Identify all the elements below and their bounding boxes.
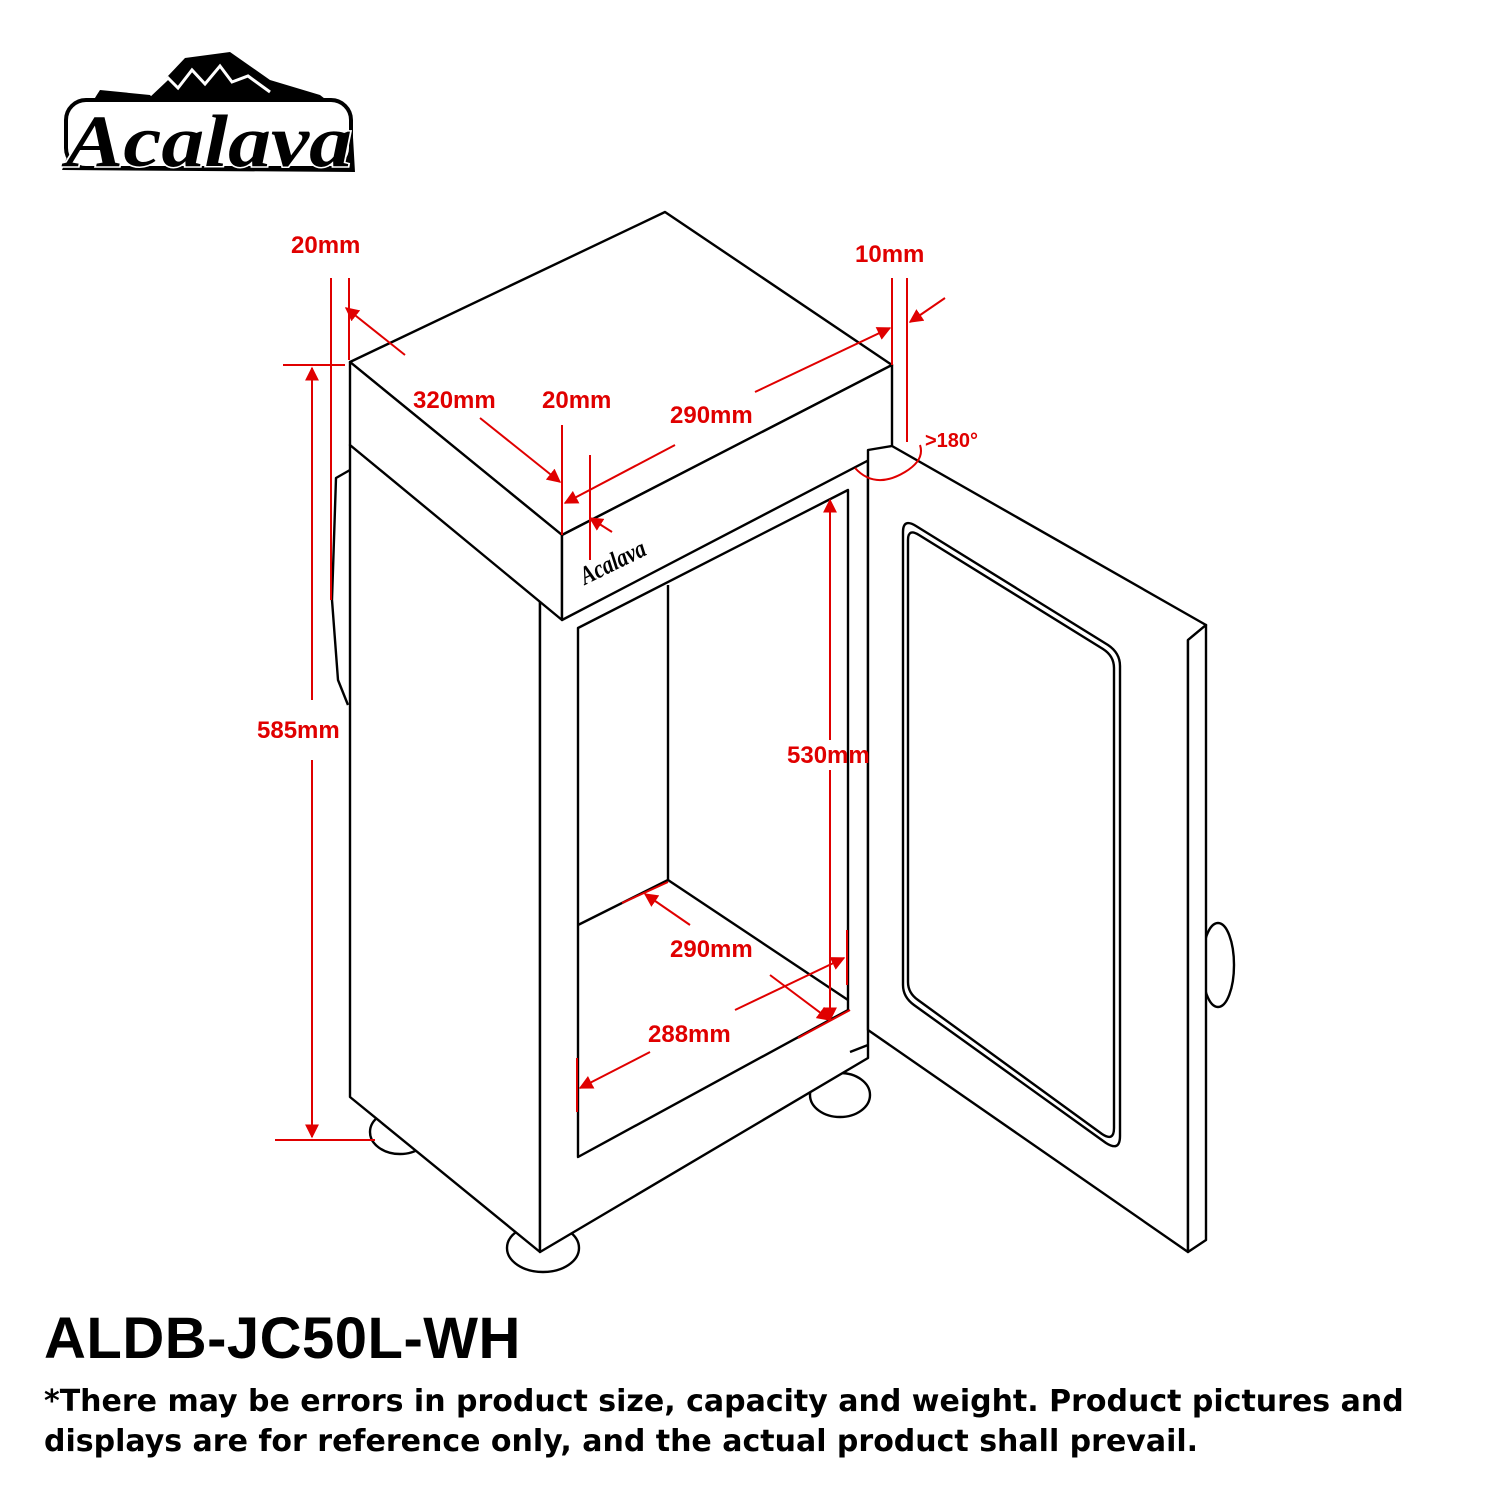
label-frame-depth-top: 20mm bbox=[291, 232, 360, 259]
label-interior-width: 288mm bbox=[648, 1021, 731, 1048]
dimension-lines bbox=[275, 278, 946, 1141]
label-width: 290mm bbox=[670, 402, 753, 429]
label-interior-height: 530mm bbox=[787, 742, 870, 769]
label-depth: 320mm bbox=[413, 387, 496, 414]
side-handle bbox=[330, 468, 351, 706]
label-door-angle: >180° bbox=[925, 430, 978, 452]
label-height: 585mm bbox=[257, 717, 340, 744]
label-gap-right: 10mm bbox=[855, 241, 924, 268]
label-frame-depth-front: 20mm bbox=[542, 387, 611, 414]
door-glass bbox=[901, 521, 1122, 1148]
disclaimer-text: *There may be errors in product size, ca… bbox=[44, 1384, 1404, 1459]
brand-logo: Acalava bbox=[60, 52, 355, 185]
door-panel bbox=[866, 444, 1208, 1254]
label-interior-depth: 290mm bbox=[670, 936, 753, 963]
door-edge bbox=[1186, 623, 1208, 1254]
product-model: ALDB-JC50L-WH bbox=[44, 1306, 521, 1371]
dimension-labels: 20mm 10mm 320mm 20mm 290mm >180° 585mm 5… bbox=[257, 232, 978, 1048]
cabinet-drawing: Acalava bbox=[330, 210, 1236, 1274]
logo-text: Acalava bbox=[61, 101, 352, 183]
